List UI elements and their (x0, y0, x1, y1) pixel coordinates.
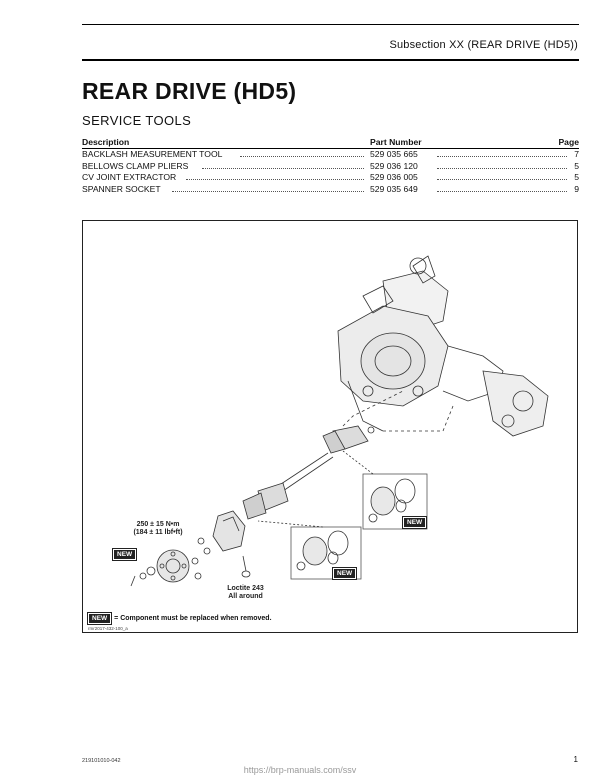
header-rule-top (82, 24, 579, 25)
new-badge: NEW (331, 567, 358, 580)
watermark-url: https://brp-manuals.com/ssv (243, 765, 357, 775)
section-title: SERVICE TOOLS (82, 113, 192, 128)
tool-part-number: 529 035 649 (370, 183, 418, 194)
tool-description: BELLOWS CLAMP PLIERS (82, 160, 189, 171)
hub-and-knuckle (130, 510, 251, 587)
tool-page: 9 (574, 183, 579, 194)
leader-dots (437, 167, 567, 169)
header-rule-bottom (82, 59, 579, 61)
leader-dots (437, 190, 567, 192)
tool-page: 7 (574, 149, 579, 159)
table-row: BACKLASH MEASUREMENT TOOL 529 035 665 7 (82, 149, 579, 161)
new-badge: NEW (86, 612, 113, 625)
loctite-application: All around (228, 593, 263, 600)
drive-shaft (242, 425, 375, 520)
subsection-header: Subsection XX (REAR DRIVE (HD5)) (389, 39, 578, 51)
leader-dots (437, 156, 567, 157)
new-badge: NEW (401, 516, 428, 529)
figure-code: rmr2017-432-100_a (88, 626, 128, 631)
tool-part-number: 529 035 665 (370, 149, 418, 159)
torque-value-metric: 250 ± 15 N•m (136, 521, 180, 528)
table-row: BELLOWS CLAMP PLIERS 529 036 120 5 (82, 161, 579, 173)
rear-drive-assembly (337, 255, 549, 437)
boot-kit-callout-left (290, 526, 362, 580)
loctite-product: Loctite 243 (227, 585, 264, 592)
leader-dots (240, 156, 364, 157)
tool-page: 5 (574, 172, 579, 182)
tool-part-number: 529 036 005 (370, 172, 418, 182)
tool-description: CV JOINT EXTRACTOR (82, 172, 177, 182)
leader-dots (202, 167, 364, 169)
torque-value-imperial: (184 ± 11 lbf•ft) (133, 529, 183, 536)
figure-legend: NEW= Component must be replaced when rem… (86, 612, 272, 625)
column-header-page: Page (558, 137, 579, 147)
page-number: 1 (573, 755, 578, 764)
page-title: REAR DRIVE (HD5) (82, 78, 297, 104)
table-row: CV JOINT EXTRACTOR 529 036 005 5 (82, 172, 579, 184)
leader-dots (437, 179, 567, 180)
new-badge: NEW (111, 548, 138, 561)
document-code: 219101010-042 (82, 758, 121, 764)
leader-dots (172, 190, 364, 192)
service-tools-table: Description Part Number Page BACKLASH ME… (82, 137, 579, 195)
torque-spec-label: 250 ± 15 N•m (184 ± 11 lbf•ft) (113, 521, 203, 537)
leader-dots (186, 179, 364, 180)
column-header-part-number: Part Number (370, 137, 422, 147)
rear-drive-illustration (130, 255, 549, 587)
table-header: Description Part Number Page (82, 137, 579, 149)
legend-text: = Component must be replaced when remove… (114, 615, 272, 622)
tool-page: 5 (574, 160, 579, 171)
tool-description: BACKLASH MEASUREMENT TOOL (82, 149, 223, 159)
loctite-label: Loctite 243 All around (208, 585, 283, 601)
exploded-view-figure: 250 ± 15 N•m (184 ± 11 lbf•ft) NEW NEW N… (82, 220, 578, 633)
tool-description: SPANNER SOCKET (82, 183, 161, 194)
column-header-description: Description (82, 137, 130, 147)
table-row: SPANNER SOCKET 529 035 649 9 (82, 184, 579, 196)
tool-part-number: 529 036 120 (370, 160, 418, 171)
